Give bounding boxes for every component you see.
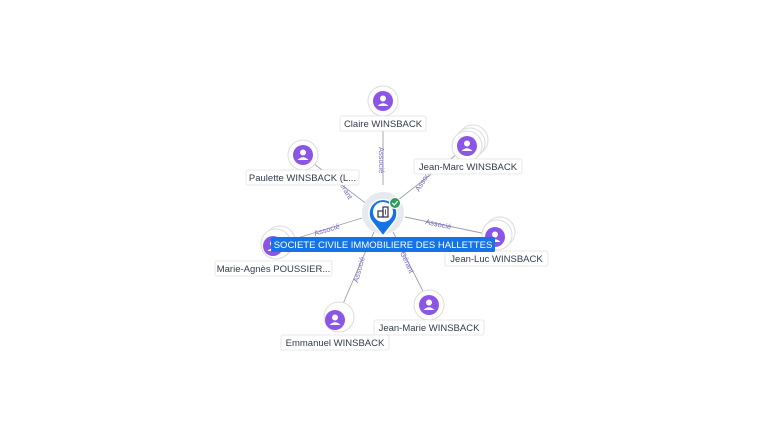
company-name-label: SOCIETE CIVILE IMMOBILIERE DES HALLETTES xyxy=(274,240,493,251)
person-label: Marie-Agnès POUSSIER... xyxy=(217,264,331,275)
edge-label-claire: Associé xyxy=(377,147,386,173)
person-node-emmanuel[interactable]: Emmanuel WINSBACK xyxy=(280,301,390,351)
person-label: Jean-Marie WINSBACK xyxy=(379,323,480,334)
person-label: Jean-Luc WINSBACK xyxy=(450,254,543,265)
verified-check-icon xyxy=(389,197,401,209)
person-label: Jean-Marc WINSBACK xyxy=(419,162,518,173)
company-node[interactable]: SOCIETE CIVILE IMMOBILIERE DES HALLETTES xyxy=(271,192,495,252)
person-node-jean-marie[interactable]: Jean-Marie WINSBACK xyxy=(373,289,485,336)
edge-jean-luc xyxy=(404,216,497,237)
person-label: Claire WINSBACK xyxy=(344,119,423,130)
edge-label-jean-marie: Gérant xyxy=(398,250,416,275)
person-label: Emmanuel WINSBACK xyxy=(286,338,385,349)
person-node-claire[interactable]: Claire WINSBACK xyxy=(339,85,427,132)
edge-label-marie-agnes: Associé xyxy=(313,222,341,238)
person-node-jean-marc[interactable]: Jean-Marc WINSBACK xyxy=(413,124,523,175)
edge-label-jean-luc: Associé xyxy=(425,217,453,231)
edge-label-emmanuel: Associé xyxy=(351,256,366,284)
building-icon xyxy=(377,206,389,218)
person-label: Paulette WINSBACK (L... xyxy=(249,173,356,184)
company-label-bg xyxy=(271,237,495,252)
person-node-paulette[interactable]: Paulette WINSBACK (L... xyxy=(245,139,360,186)
